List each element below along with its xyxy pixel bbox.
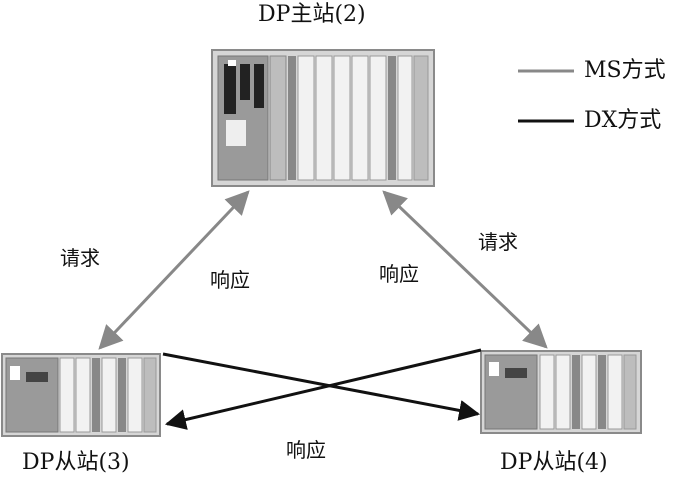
master-label: DP主站(2): [258, 2, 366, 27]
edge-label-response-right: 响应: [379, 262, 419, 286]
ms-link-right: [382, 190, 548, 349]
dx-link-left-to-right: [162, 352, 481, 421]
slave-left-rack-icon: [1, 353, 161, 437]
slave-right-label: DP从站(4): [500, 450, 608, 475]
slave-left-label: DP从站(3): [22, 450, 130, 475]
ms-link-left: [98, 190, 250, 350]
edge-label-request-right: 请求: [478, 230, 518, 254]
slave-right-rack-icon: [480, 350, 642, 434]
edge-label-response-left: 响应: [210, 268, 250, 292]
edge-label-request-left: 请求: [60, 246, 100, 270]
legend-ms-label: MS方式: [584, 58, 666, 83]
dx-link-right-to-left: [164, 348, 482, 430]
edge-label-response-bottom: 响应: [286, 438, 326, 462]
legend-dx-label: DX方式: [584, 108, 662, 133]
master-plc-rack-icon: [211, 49, 435, 187]
